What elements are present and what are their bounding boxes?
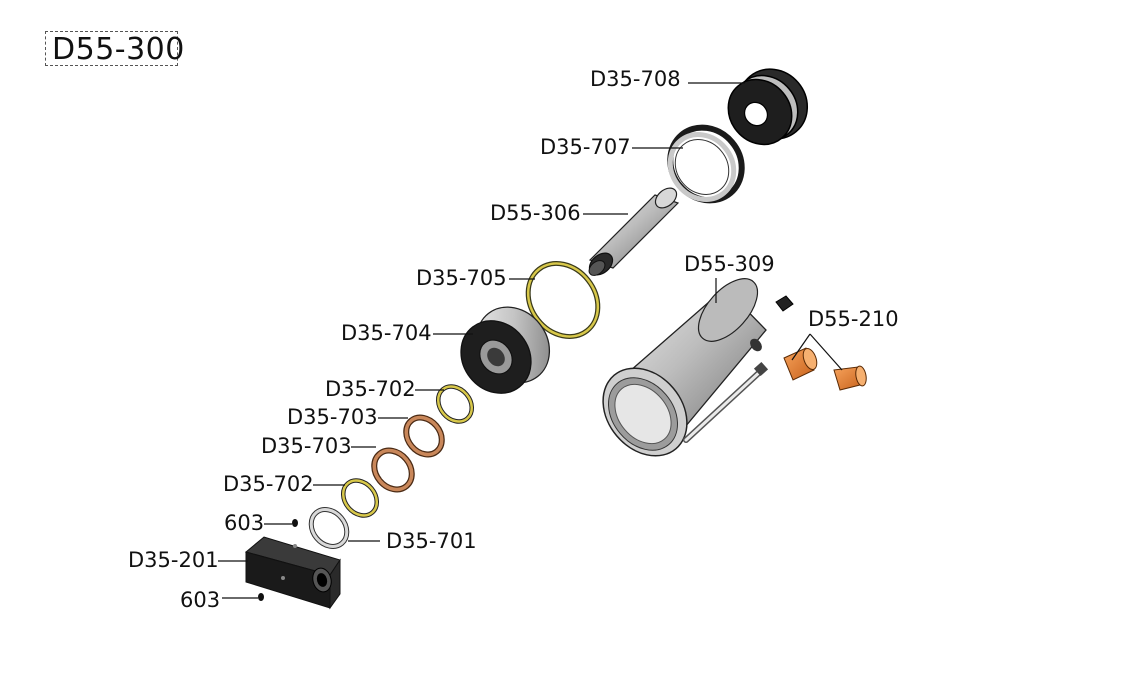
part-d55-210-right [833,365,867,391]
label-d35-703-upper: D35-703 [287,405,378,429]
part-603-lower [258,593,264,601]
part-d55-306 [588,187,680,276]
part-d35-201 [244,536,341,610]
part-603-upper [292,519,298,527]
diagram-title: D55-300 [52,32,185,67]
part-fitting [775,295,794,312]
label-603-lower: 603 [180,588,221,612]
label-d35-707: D35-707 [540,135,631,159]
label-d35-703-lower: D35-703 [261,434,352,458]
part-d35-704 [460,306,551,394]
label-d35-704: D35-704 [341,321,432,345]
part-tie-rod [683,361,769,443]
label-d35-702-lower: D35-702 [223,472,314,496]
part-d55-309 [602,278,767,457]
label-d35-705: D35-705 [416,266,507,290]
label-d35-702-upper: D35-702 [325,377,416,401]
label-d55-210: D55-210 [808,307,899,331]
leader-lines [218,82,843,599]
part-d35-708 [727,68,809,146]
part-d55-210-left [783,347,818,381]
label-d35-708: D35-708 [590,67,681,91]
label-d35-201: D35-201 [128,548,219,572]
label-603-upper: 603 [224,511,265,535]
title-frame [45,31,178,66]
label-d35-701: D35-701 [386,529,477,553]
label-d55-306: D55-306 [490,201,581,225]
part-d35-707 [667,124,745,204]
label-d55-309: D55-309 [684,252,775,276]
